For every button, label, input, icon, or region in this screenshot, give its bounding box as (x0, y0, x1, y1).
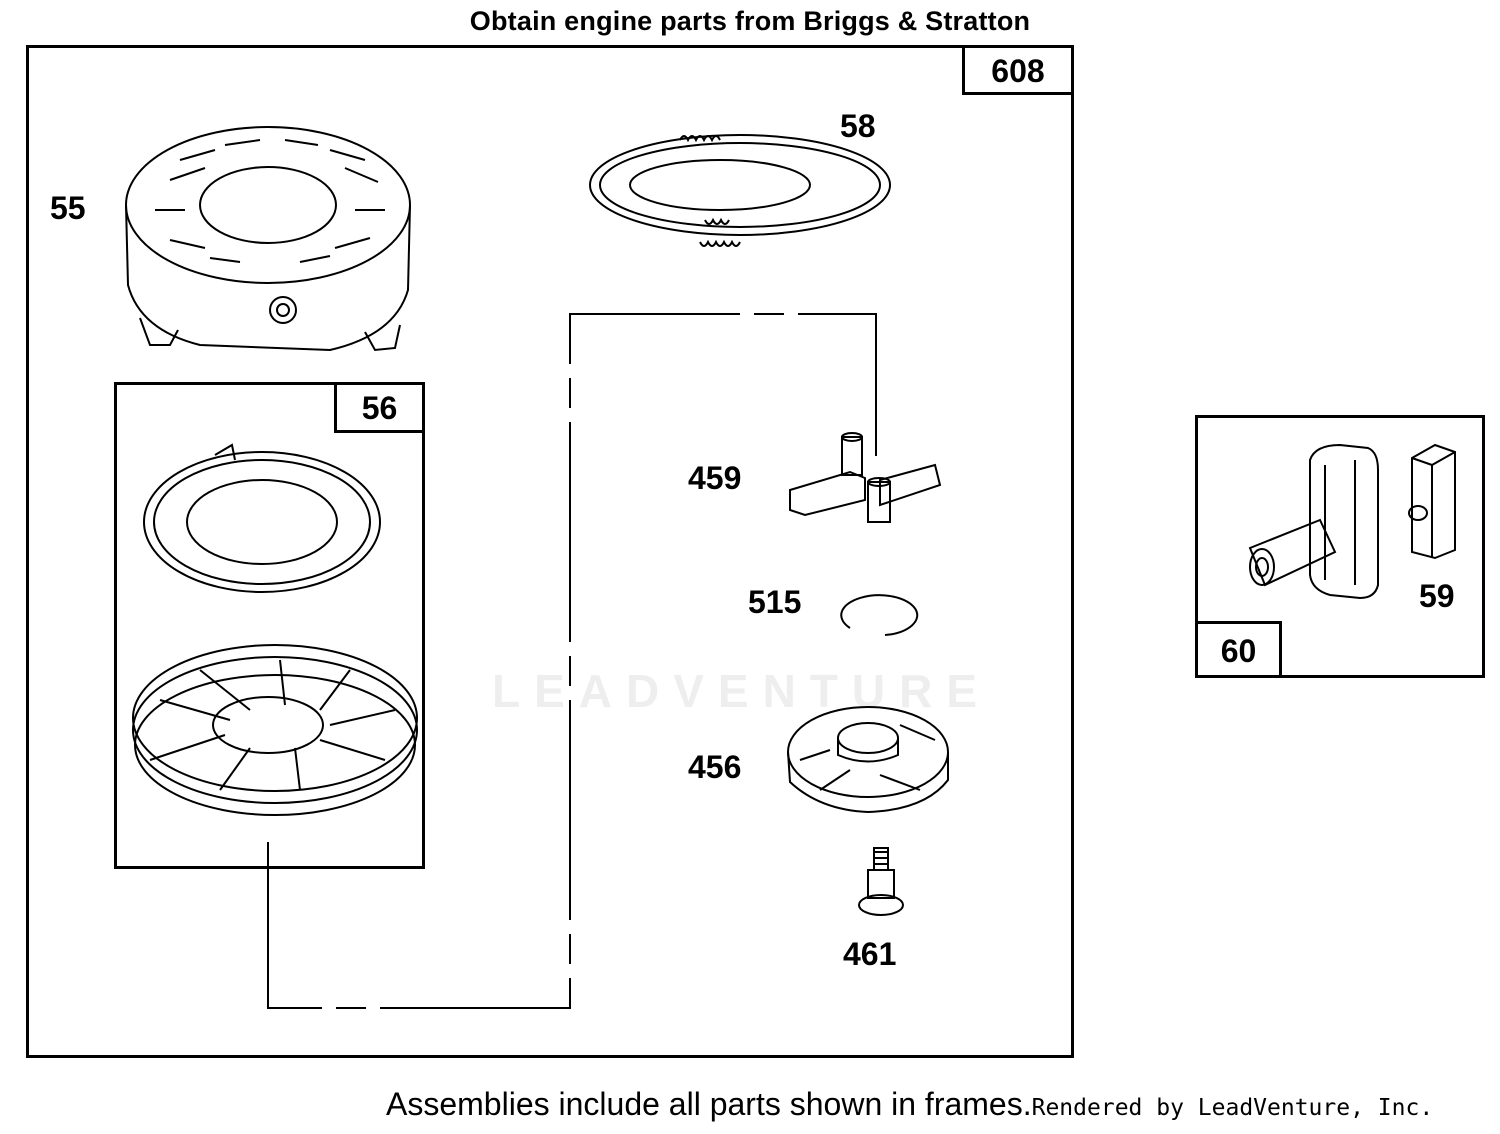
part-56-spring-pulley-drawing (132, 443, 418, 816)
callout-459: 459 (688, 460, 742, 496)
callout-461: 461 (843, 936, 897, 972)
assembly-tag-56: 56 (334, 382, 425, 433)
assembly-frame-56 (114, 382, 425, 869)
callout-58: 58 (840, 108, 876, 144)
callout-456: 456 (688, 749, 742, 785)
assembly-tag-60: 60 (1195, 621, 1282, 678)
callout-55: 55 (50, 190, 86, 226)
assembly-connector-lines (267, 313, 877, 1009)
footer-credit: Rendered by LeadVenture, Inc. (1031, 1095, 1434, 1121)
assembly-tag-608: 608 (962, 45, 1074, 95)
part-461-screw-drawing (858, 847, 904, 916)
part-55-housing-drawing (125, 126, 411, 352)
assembly-frame-60 (1195, 415, 1485, 678)
part-456-retainer-drawing (787, 706, 949, 814)
part-515-ring-drawing (840, 594, 919, 636)
part-60-handle-drawing (1248, 443, 1379, 600)
part-58-rope-drawing (589, 134, 891, 247)
callout-59: 59 (1419, 578, 1455, 614)
part-59-insert-drawing (1408, 443, 1456, 560)
assembly-frame-608 (26, 45, 1074, 1058)
footer: Assemblies include all parts shown in fr… (386, 1088, 1433, 1120)
watermark: LEADVENTURE (492, 665, 992, 717)
callout-515: 515 (748, 584, 802, 620)
footer-note: Assemblies include all parts shown in fr… (386, 1086, 1032, 1122)
part-459-dogs-drawing (789, 432, 942, 523)
diagram-header: Obtain engine parts from Briggs & Stratt… (469, 6, 1031, 36)
